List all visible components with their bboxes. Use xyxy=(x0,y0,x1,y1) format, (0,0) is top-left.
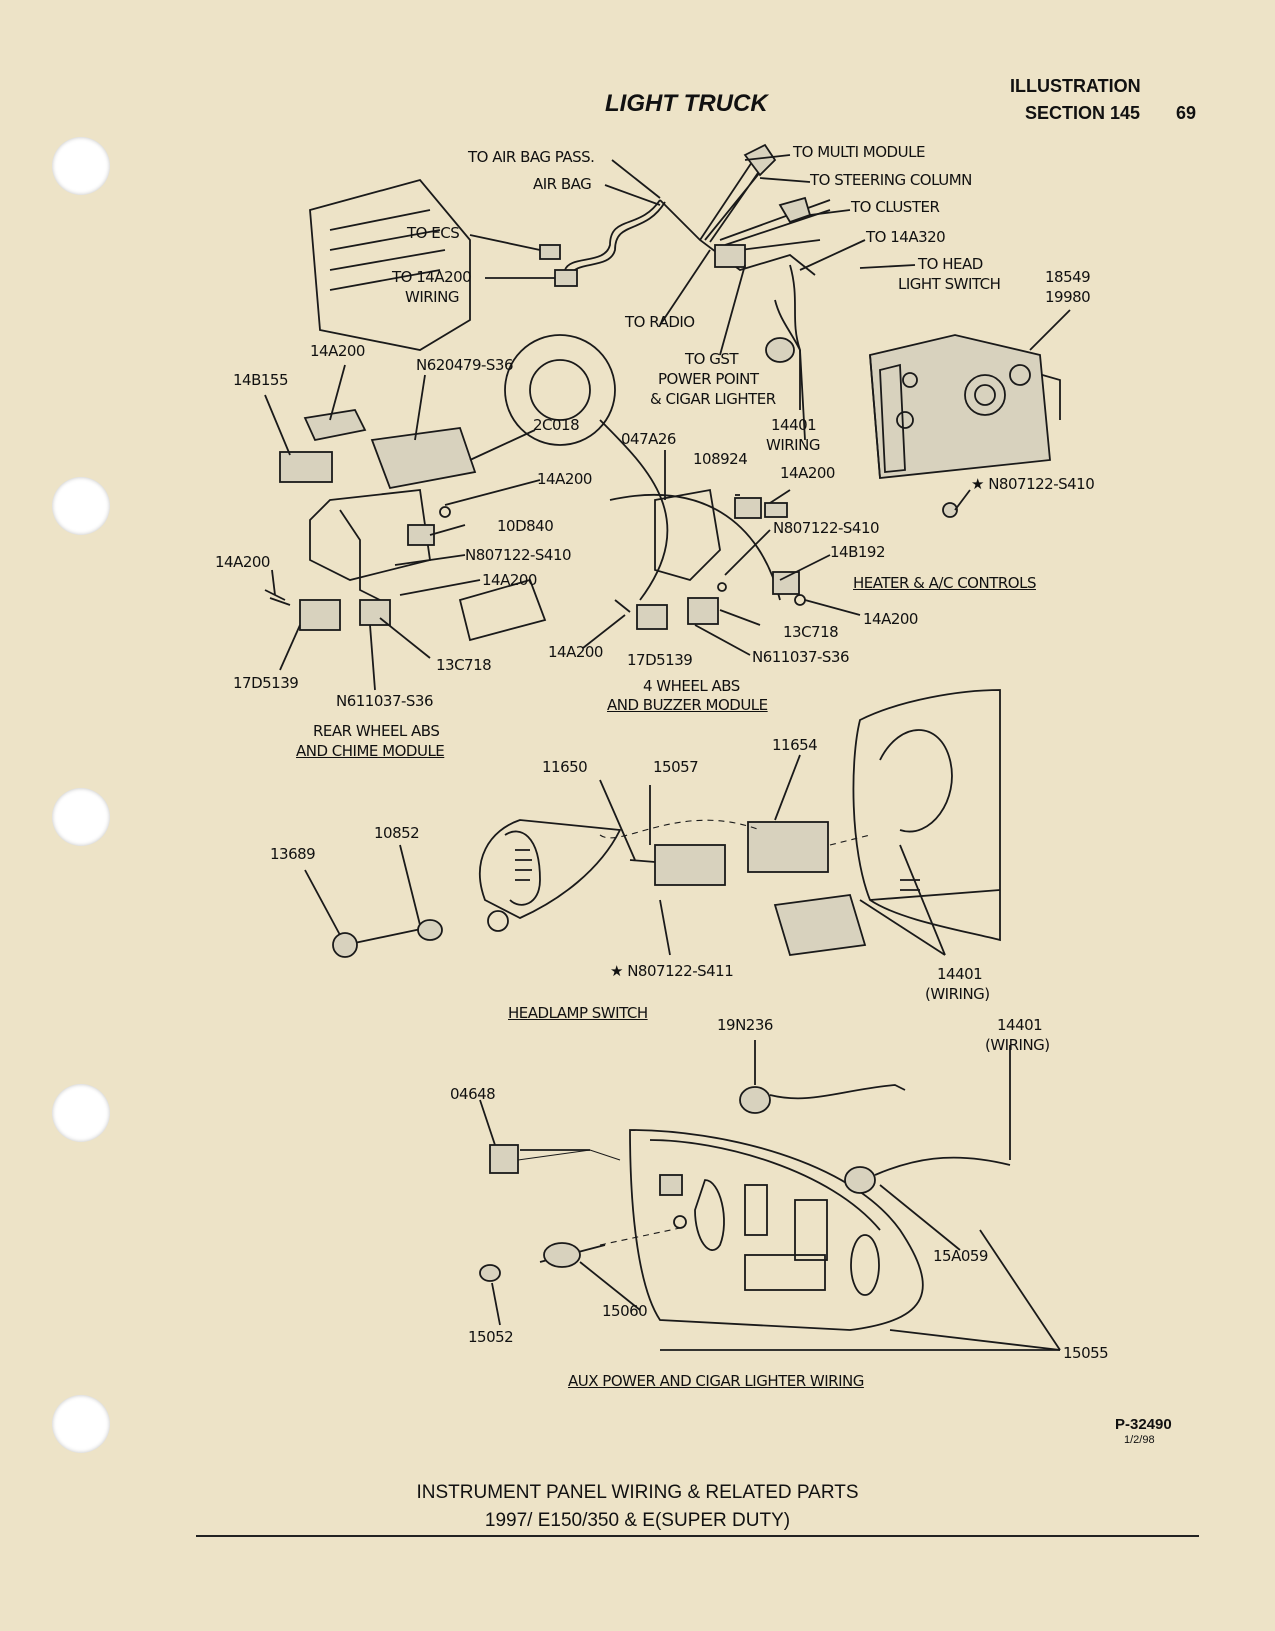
label-10852: 10852 xyxy=(374,824,420,842)
label-14401-wiring: 14401 xyxy=(937,965,983,983)
binder-hole xyxy=(52,137,110,195)
label-10d840: 10D840 xyxy=(497,517,554,535)
main-wiring-harness xyxy=(539,143,831,441)
label-15057: 15057 xyxy=(653,758,699,776)
label-14b192: 14B192 xyxy=(830,543,886,561)
title-rear-wheel-abs: AND CHIME MODULE xyxy=(296,742,445,760)
label-11654: 11654 xyxy=(772,736,818,754)
label-to-gst: POWER POINT xyxy=(658,370,759,388)
label-2c018: 2C018 xyxy=(533,416,580,434)
label-15a059: 15A059 xyxy=(933,1247,988,1265)
label-17d5139: 17D5139 xyxy=(233,674,299,692)
label-14a200: 14A200 xyxy=(215,553,270,571)
label-to-14a320: TO 14A320 xyxy=(866,228,946,246)
label-13c718: 13C718 xyxy=(783,623,839,641)
label-14a200: 14A200 xyxy=(780,464,835,482)
label-18549: 18549 xyxy=(1045,268,1091,286)
aux-power-cigar-lighter-assembly xyxy=(479,1084,1011,1331)
label-to-radio: TO RADIO xyxy=(625,313,695,331)
section-label: SECTION 145 xyxy=(1025,103,1141,123)
four-wheel-abs-assembly xyxy=(614,488,806,630)
label-to-multi-module: TO MULTI MODULE xyxy=(793,143,925,161)
label-15060: 15060 xyxy=(602,1302,648,1320)
label-n807122-s411: ★ N807122-S411 xyxy=(610,962,734,980)
label-17d5139: 17D5139 xyxy=(627,651,693,669)
label-to-14a200-wiring: WIRING xyxy=(405,288,459,306)
title-4-wheel-abs: AND BUZZER MODULE xyxy=(607,696,768,714)
label-04648: 04648 xyxy=(450,1085,496,1103)
rear-wheel-abs-assembly xyxy=(264,409,547,642)
label-047a26: 047A26 xyxy=(621,430,676,448)
label-11650: 11650 xyxy=(542,758,588,776)
footer-rule xyxy=(196,1535,1199,1537)
label-to-air-bag-pass: TO AIR BAG PASS. xyxy=(468,148,595,166)
label-to-ecs: TO ECS xyxy=(407,224,460,242)
title-rear-wheel-abs: REAR WHEEL ABS xyxy=(313,722,440,740)
label-15055: 15055 xyxy=(1063,1344,1109,1362)
label-14a200: 14A200 xyxy=(482,571,537,589)
illustration-label: ILLUSTRATION xyxy=(1010,76,1141,96)
label-14a200: 14A200 xyxy=(548,643,603,661)
label-to-steering-column: TO STEERING COLUMN xyxy=(810,171,972,189)
label-19n236: 19N236 xyxy=(717,1016,773,1034)
label-n620479-s36: N620479-S36 xyxy=(416,356,514,374)
label-14401-wiring: 14401 xyxy=(997,1016,1043,1034)
label-to-gst: TO GST xyxy=(685,350,739,368)
label-to-head-light-switch: LIGHT SWITCH xyxy=(898,275,1001,293)
label-n807122-s410: N807122-S410 xyxy=(465,546,572,564)
label-13689: 13689 xyxy=(270,845,316,863)
leader-lines xyxy=(264,154,1071,1351)
binder-hole xyxy=(52,1395,110,1453)
title-4-wheel-abs: 4 WHEEL ABS xyxy=(643,677,740,695)
label-n807122-s410: ★ N807122-S410 xyxy=(971,475,1095,493)
binder-hole xyxy=(52,477,110,535)
footer-line-1: INSTRUMENT PANEL WIRING & RELATED PARTS xyxy=(416,1482,859,1503)
heater-ac-control-panel xyxy=(869,334,1051,518)
label-14401-wiring: 14401 xyxy=(771,416,817,434)
label-n807122-s410: N807122-S410 xyxy=(773,519,880,537)
title-headlamp-switch: HEADLAMP SWITCH xyxy=(508,1004,648,1022)
label-to-cluster: TO CLUSTER xyxy=(851,198,940,216)
label-to-head-light-switch: TO HEAD xyxy=(918,255,983,273)
title-heater-ac-controls: HEATER & A/C CONTROLS xyxy=(853,574,1036,592)
page-title: LIGHT TRUCK xyxy=(605,90,768,117)
page-number: 69 xyxy=(1176,103,1197,123)
label-14b155: 14B155 xyxy=(233,371,289,389)
label-14401-wiring: (WIRING) xyxy=(925,985,990,1003)
binder-hole xyxy=(52,1084,110,1142)
label-to-gst: & CIGAR LIGHTER xyxy=(650,390,776,408)
label-n611037-s36: N611037-S36 xyxy=(336,692,434,710)
label-14a200: 14A200 xyxy=(863,610,918,628)
label-to-14a200-wiring: TO 14A200 xyxy=(392,268,472,286)
title-aux-power-cigar-lighter: AUX POWER AND CIGAR LIGHTER WIRING xyxy=(568,1372,864,1390)
label-air-bag: AIR BAG xyxy=(533,175,592,193)
label-19980: 19980 xyxy=(1045,288,1091,306)
label-14401-wiring: WIRING xyxy=(766,436,820,454)
label-14a200: 14A200 xyxy=(537,470,592,488)
label-15052: 15052 xyxy=(468,1328,514,1346)
figure-id: P-32490 xyxy=(1115,1416,1172,1433)
footer-line-2: 1997/ E150/350 & E(SUPER DUTY) xyxy=(484,1510,791,1531)
figure-date: 1/2/98 xyxy=(1124,1434,1155,1446)
label-108924: 108924 xyxy=(693,450,748,468)
label-n611037-s36: N611037-S36 xyxy=(752,648,850,666)
label-13c718: 13C718 xyxy=(436,656,492,674)
binder-hole xyxy=(52,788,110,846)
label-14a200: 14A200 xyxy=(310,342,365,360)
label-14401-wiring: (WIRING) xyxy=(985,1036,1050,1054)
